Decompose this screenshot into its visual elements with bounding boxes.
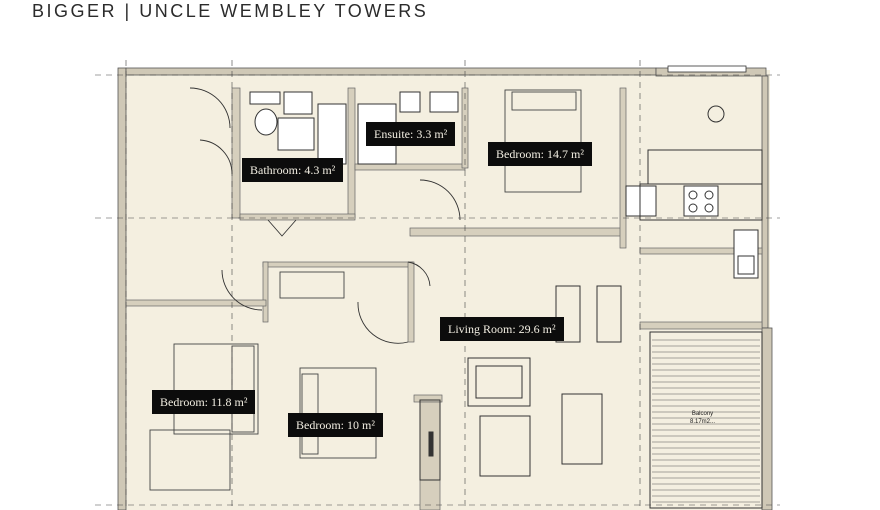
- balcony-decking: [649, 331, 763, 509]
- label-bedroom-main: Bedroom: 14.7 m²: [488, 142, 592, 166]
- guide-lines: [95, 60, 780, 510]
- balcony-label: Balcony 8.17m2...: [690, 410, 715, 426]
- balcony-area: [648, 328, 758, 510]
- page-title: BIGGER | UNCLE WEMBLEY TOWERS: [32, 1, 429, 21]
- kitchen-fixtures: [625, 105, 763, 279]
- label-ensuite: Ensuite: 3.3 m²: [366, 122, 456, 146]
- bathroom-fixtures: [249, 91, 459, 165]
- balcony-area: 8.17m2...: [690, 419, 716, 425]
- label-bedroom-left: Bedroom: 11.8 m²: [152, 390, 256, 414]
- window: [667, 65, 747, 73]
- door-swings: [189, 87, 461, 344]
- label-living-room: Living Room: 29.6 m²: [440, 317, 564, 341]
- balcony-name: Balcony: [691, 411, 714, 417]
- label-bedroom-small: Bedroom: 10 m²: [288, 413, 383, 437]
- living-furniture: [419, 285, 622, 481]
- label-bathroom: Bathroom: 4.3 m²: [242, 158, 344, 182]
